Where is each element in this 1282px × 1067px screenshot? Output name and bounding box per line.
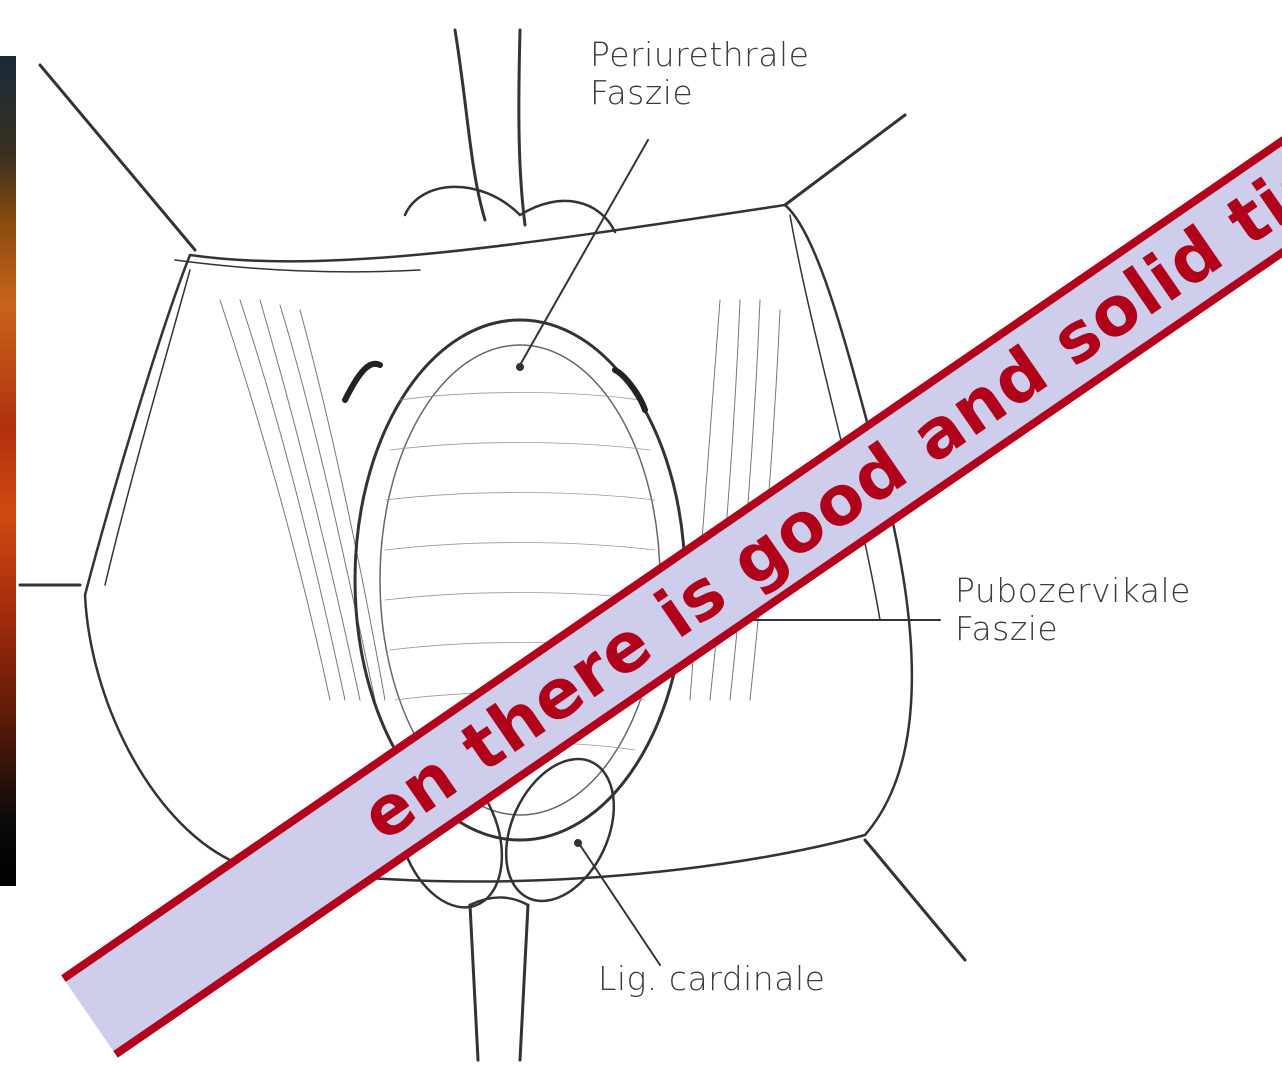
catheter-right: [519, 30, 525, 225]
meatus: [405, 187, 615, 232]
retractor-wire-bottom-right: [865, 840, 965, 960]
label-pubozervikal-line2: Faszie: [955, 610, 1191, 648]
label-pubozervikal-fascia: Pubozervikale Faszie: [955, 572, 1191, 648]
leader-cardinale: [580, 845, 660, 965]
label-periurethral-line1: Periurethrale: [590, 36, 809, 74]
retractor-wire-top-right: [785, 115, 905, 205]
label-lig-cardinale: Lig. cardinale: [598, 960, 825, 998]
label-periurethral-fascia: Periurethrale Faszie: [590, 36, 809, 112]
label-cardinale-text: Lig. cardinale: [598, 960, 825, 998]
label-pubozervikal-line1: Pubozervikale: [955, 572, 1191, 610]
leader-periurethral: [520, 140, 648, 365]
retractor-wire-top-left: [40, 65, 195, 250]
label-periurethral-line2: Faszie: [590, 74, 809, 112]
